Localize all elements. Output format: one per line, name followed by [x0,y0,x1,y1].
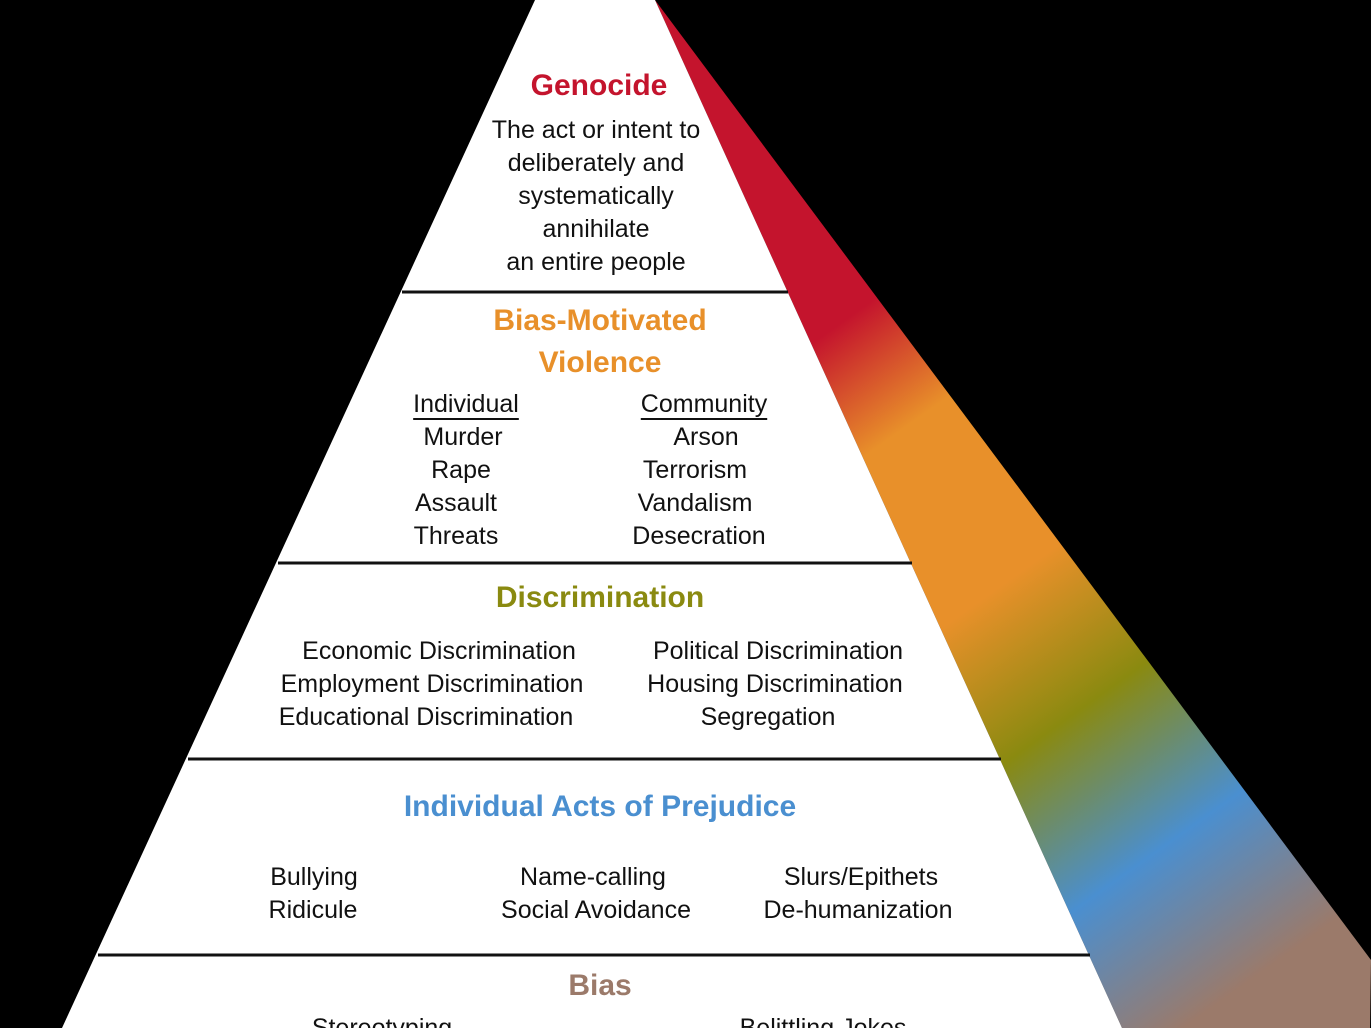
prejudice-item: Name-calling [520,863,666,891]
genocide-desc-line: an entire people [506,248,686,276]
discrimination-left-item: Economic Discrimination [302,637,576,665]
violence-individual-item: Assault [415,489,497,517]
violence-title-line: Bias-Motivated [493,304,707,337]
violence-individual-item: Threats [413,522,499,550]
violence-individual-item: Rape [431,456,491,484]
prejudice-item: Slurs/Epithets [783,863,939,891]
genocide-title: Genocide [530,69,668,102]
violence-community-header: Community [640,390,768,418]
prejudice-item: De-humanization [763,896,953,924]
violence-community-item: Desecration [632,522,766,550]
violence-individual-header: Individual [413,390,519,418]
genocide-desc-line: annihilate [542,215,650,243]
bias-title: Bias [568,969,632,1002]
genocide-desc-line: systematically [518,182,674,210]
prejudice-title: Individual Acts of Prejudice [403,790,797,823]
pyramid-front-face [62,0,1122,1028]
prejudice-item: Social Avoidance [501,896,691,924]
discrimination-right-item: Political Discrimination [652,637,904,665]
genocide-desc-line: deliberately and [507,149,685,177]
violence-community-item: Vandalism [637,489,753,517]
violence-community-item: Arson [673,423,739,451]
bias-item: Belittling Jokes [739,1014,907,1028]
pyramid-side-face [655,0,1371,1028]
prejudice-item: Ridicule [268,896,358,924]
discrimination-title: Discrimination [495,581,705,614]
bias-item: Stereotyping [311,1014,453,1028]
discrimination-right-item: Segregation [700,703,836,731]
discrimination-left-item: Employment Discrimination [280,670,584,698]
prejudice-item: Bullying [270,863,358,891]
violence-community-item: Terrorism [642,456,748,484]
genocide-desc-line: The act or intent to [491,116,701,144]
violence-title-line: Violence [538,346,662,379]
discrimination-left-item: Educational Discrimination [278,703,574,731]
violence-individual-item: Murder [423,423,503,451]
discrimination-right-item: Housing Discrimination [647,670,903,698]
